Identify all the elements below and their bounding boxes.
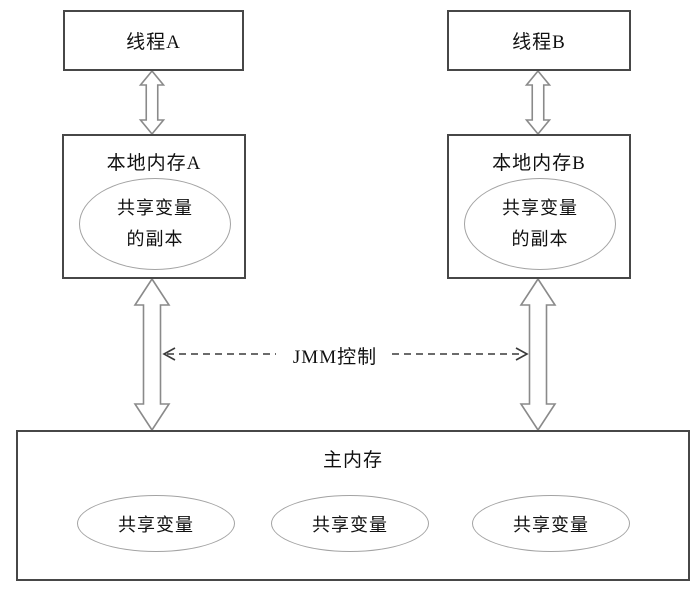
- main-memory-shared-variable-ellipse: 共享变量: [271, 495, 429, 552]
- local-memory-b-box: 本地内存B 共享变量 的副本: [447, 134, 631, 279]
- main-memory-title: 主内存: [322, 450, 383, 471]
- jmm-control-label: JMM控制: [282, 342, 388, 369]
- jmm-right-arrowhead-icon: [515, 347, 529, 361]
- shared-copy-line2: 的副本: [126, 229, 184, 249]
- jmm-left-arrowhead-icon: [162, 347, 176, 361]
- thread-a-local-a-arrow: [138, 69, 166, 136]
- shared-copy-line1: 共享变量: [117, 198, 193, 218]
- main-memory-box: 主内存 共享变量 共享变量 共享变量: [16, 430, 690, 581]
- shared-variable-label: 共享变量: [118, 514, 194, 535]
- thread-a-box: 线程A: [63, 10, 244, 71]
- local-memory-a-title: 本地内存A: [106, 153, 202, 174]
- shared-copy-line1: 共享变量: [502, 198, 578, 218]
- thread-b-local-b-arrow: [524, 69, 552, 136]
- local-memory-b-title: 本地内存B: [492, 153, 586, 174]
- local-memory-a-shared-copy-ellipse: 共享变量 的副本: [79, 178, 231, 270]
- thread-a-label: 线程A: [126, 32, 181, 53]
- shared-variable-label: 共享变量: [513, 514, 589, 535]
- main-memory-shared-variable-ellipse: 共享变量: [472, 495, 630, 552]
- thread-b-label: 线程B: [512, 32, 566, 53]
- shared-copy-line2: 的副本: [511, 229, 569, 249]
- local-memory-a-box: 本地内存A 共享变量 的副本: [62, 134, 246, 279]
- shared-variable-label: 共享变量: [312, 514, 388, 535]
- main-memory-shared-variable-ellipse: 共享变量: [77, 495, 235, 552]
- local-memory-b-shared-copy-ellipse: 共享变量 的副本: [464, 178, 616, 270]
- thread-b-box: 线程B: [447, 10, 631, 71]
